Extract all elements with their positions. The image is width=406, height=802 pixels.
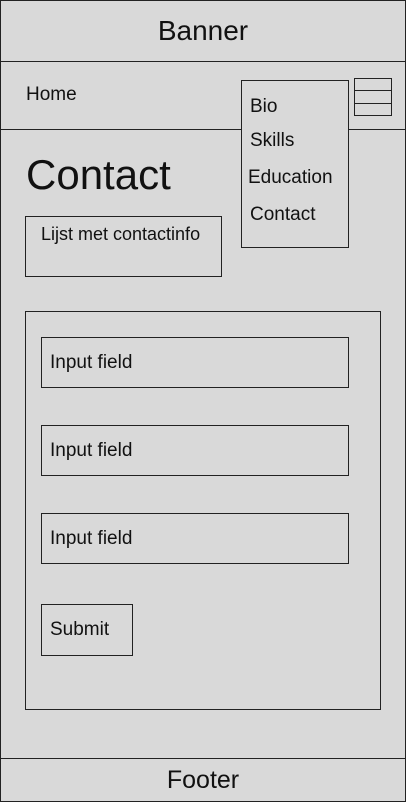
input-field-3[interactable] <box>41 513 349 564</box>
footer-label: Footer <box>166 766 240 794</box>
footer: Footer <box>1 758 405 802</box>
menu-item-bio[interactable]: Bio <box>250 96 278 117</box>
menu-item-skills[interactable]: Skills <box>250 130 295 151</box>
home-link[interactable]: Home <box>26 84 77 105</box>
page-title: Contact <box>26 151 171 198</box>
banner: Banner <box>1 1 405 62</box>
submit-button[interactable]: Submit <box>41 604 133 656</box>
banner-label: Banner <box>157 15 249 46</box>
hamburger-menu-icon[interactable] <box>354 78 392 116</box>
contact-form: Submit <box>25 311 381 710</box>
nav-dropdown-menu: Bio Skills Education Contact <box>241 80 349 248</box>
input-field-1[interactable] <box>41 337 349 388</box>
menu-item-education[interactable]: Education <box>248 167 333 188</box>
input-field-2[interactable] <box>41 425 349 476</box>
menu-item-contact[interactable]: Contact <box>250 204 316 225</box>
contact-info-list: Lijst met contactinfo <box>25 216 222 277</box>
nav-bar: Home <box>1 62 405 130</box>
